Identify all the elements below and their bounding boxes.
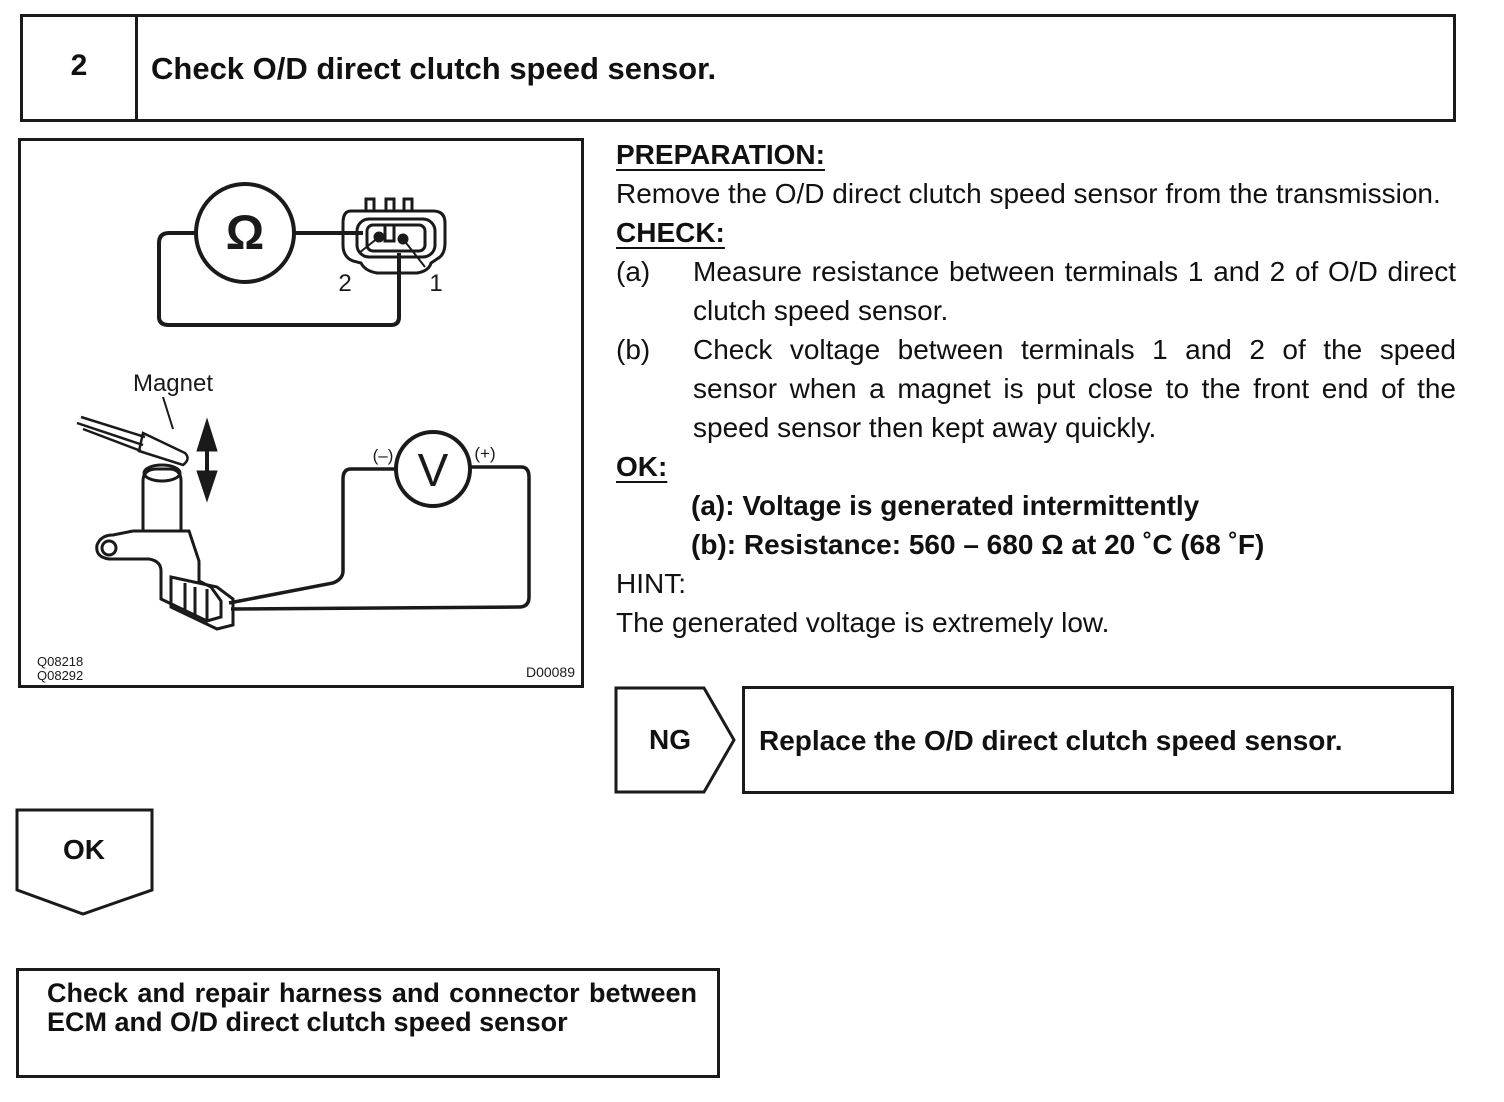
magnet-icon xyxy=(76,415,189,467)
hint-text: The generated voltage is extremely low. xyxy=(616,607,1110,638)
ok-action-text: Check and repair harness and connector b… xyxy=(47,978,697,1037)
volt-symbol: V xyxy=(418,444,449,496)
figure-code-left-2: Q08292 xyxy=(37,668,83,683)
figure-panel: Ω 2 1 Magnet xyxy=(18,138,584,688)
ok-arrow-box xyxy=(15,808,154,916)
ng-label: NG xyxy=(649,724,691,755)
check-heading: CHECK: xyxy=(616,217,725,248)
ok-spec-line: (b): Resistance: 560 – 680 Ω at 20 ˚C (6… xyxy=(691,529,1265,560)
terminal-2-label: 2 xyxy=(338,270,351,297)
figure-code-left-1: Q08218 xyxy=(37,654,83,669)
magnet-label: Magnet xyxy=(133,370,213,397)
ok-spec-heading: OK: xyxy=(616,451,668,482)
terminal-1-label: 1 xyxy=(429,270,442,297)
step-number: 2 xyxy=(70,49,88,82)
voltmeter-icon: V xyxy=(394,430,472,508)
check-item-text: Check voltage between terminals 1 and 2 … xyxy=(693,334,1456,443)
ok-spec-line: (a): Voltage is generated intermittently xyxy=(691,490,1200,521)
ok-action-box: Check and repair harness and connector b… xyxy=(16,968,720,1078)
check-item-label: (b) xyxy=(616,334,651,365)
preparation-heading: PREPARATION: xyxy=(616,139,825,170)
step-title: Check O/D direct clutch speed sensor. xyxy=(151,51,717,86)
ng-arrow-box xyxy=(614,686,736,794)
check-item: (b) Check voltage between terminals 1 an… xyxy=(616,330,1456,447)
ohm-symbol: Ω xyxy=(226,207,264,260)
ng-action-text: Replace the O/D direct clutch speed sens… xyxy=(759,725,1343,756)
procedure-text: PREPARATION: Remove the O/D direct clutc… xyxy=(616,135,1456,642)
check-item-label: (a) xyxy=(616,256,651,287)
double-arrow-icon xyxy=(196,417,218,503)
speed-sensor-icon xyxy=(95,463,235,631)
connector-icon xyxy=(341,197,447,275)
step-number-cell xyxy=(23,17,138,119)
figure-code-right: D00089 xyxy=(526,664,575,680)
hint-heading: HINT: xyxy=(616,568,686,599)
wiring-diagram: Ω 2 1 Magnet xyxy=(37,182,575,683)
positive-terminal-label: (+) xyxy=(474,444,495,463)
negative-terminal-label: (–) xyxy=(373,446,394,465)
ng-action-box: Replace the O/D direct clutch speed sens… xyxy=(742,686,1454,794)
ohmmeter-icon: Ω xyxy=(194,182,296,284)
preparation-text: Remove the O/D direct clutch speed senso… xyxy=(616,178,1441,209)
step-header: 2 Check O/D direct clutch speed sensor. xyxy=(20,14,1456,122)
ok-label: OK xyxy=(63,834,105,865)
check-item: (a) Measure resistance between terminals… xyxy=(616,252,1456,330)
check-item-text: Measure resistance between terminals 1 a… xyxy=(693,256,1456,326)
